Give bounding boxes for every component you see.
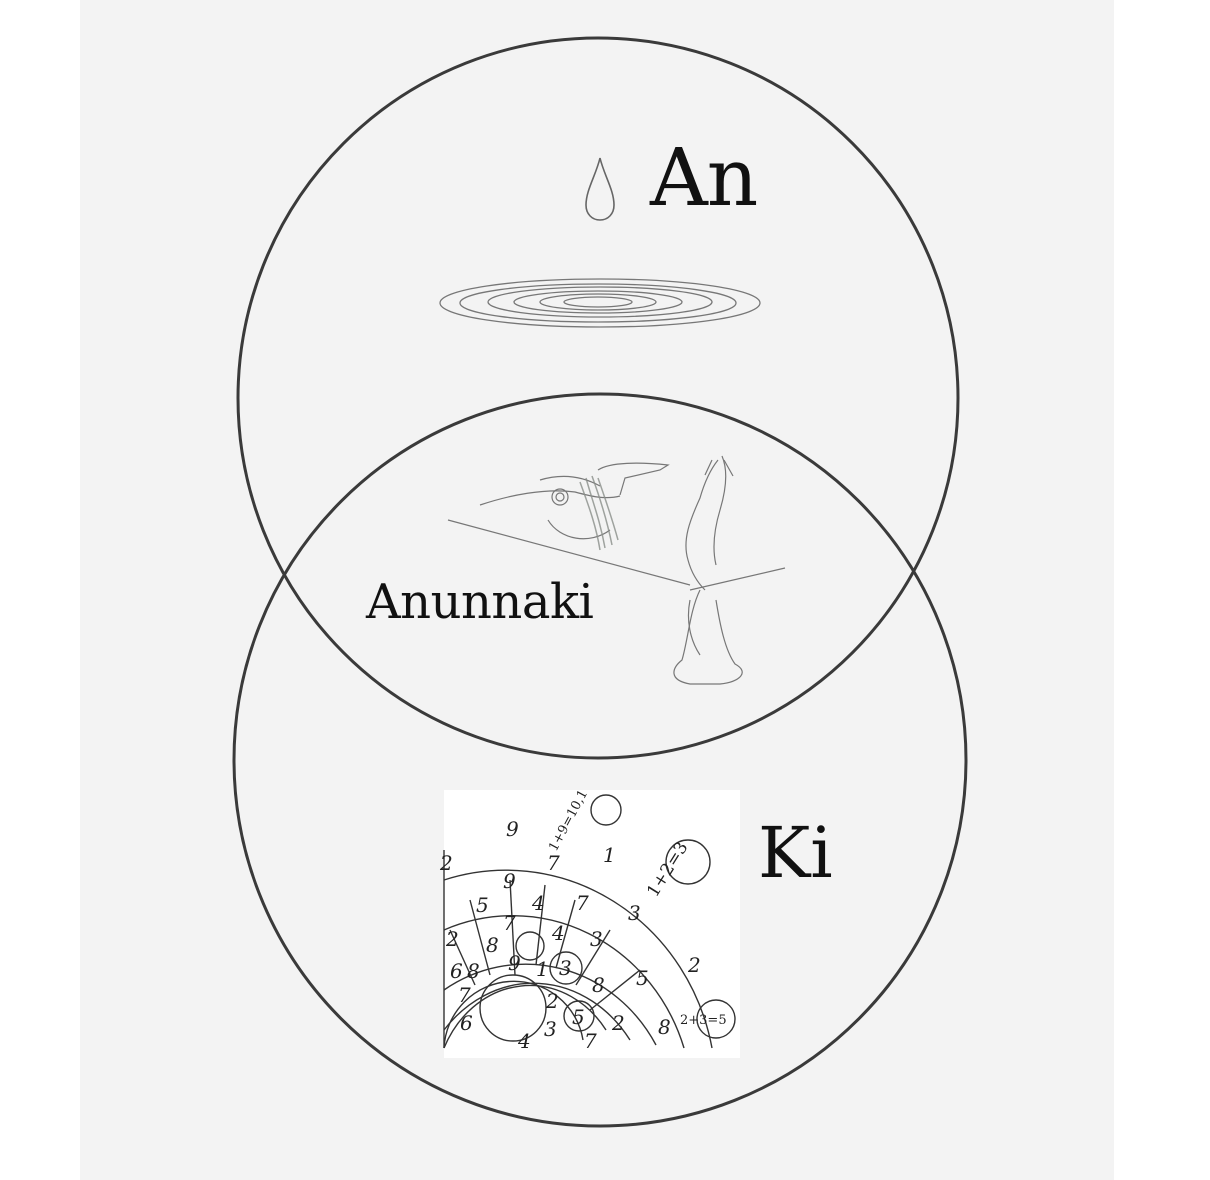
- equation-middle: 1+2=3: [643, 838, 692, 900]
- svg-text:2: 2: [445, 927, 459, 951]
- svg-text:9: 9: [503, 869, 516, 893]
- svg-text:8: 8: [658, 1015, 671, 1039]
- svg-text:7: 7: [503, 911, 516, 935]
- ripple-rings-icon: [440, 279, 760, 327]
- svg-text:7: 7: [458, 983, 471, 1007]
- svg-text:3: 3: [559, 956, 572, 980]
- svg-text:4: 4: [517, 1029, 531, 1053]
- svg-text:7: 7: [547, 851, 560, 875]
- svg-text:5: 5: [572, 1005, 585, 1029]
- svg-text:2: 2: [439, 851, 453, 875]
- svg-text:7: 7: [576, 891, 589, 915]
- water-drop-icon: [586, 158, 614, 220]
- svg-text:8: 8: [592, 973, 605, 997]
- ki-label: Ki: [758, 818, 833, 888]
- svg-text:3: 3: [628, 901, 641, 925]
- svg-text:5: 5: [636, 966, 649, 990]
- anunnaki-label: Anunnaki: [366, 578, 593, 626]
- an-label: An: [650, 138, 757, 218]
- svg-text:6: 6: [450, 959, 463, 983]
- svg-text:2: 2: [545, 989, 559, 1013]
- svg-text:8: 8: [486, 933, 499, 957]
- svg-text:7: 7: [584, 1029, 597, 1053]
- wheel-digits: 9 1 2 9 7 3 5 4 7 2 7 4 3 8 8 9 1 3 5 6 …: [439, 817, 701, 1053]
- an-circle: [238, 38, 958, 758]
- svg-text:5: 5: [476, 893, 489, 917]
- rising-figure-sketch: [674, 456, 785, 684]
- svg-text:3: 3: [590, 927, 603, 951]
- svg-text:2: 2: [611, 1011, 625, 1035]
- ki-circle: [234, 394, 966, 1126]
- equation-top: 1+9=10,1: [546, 787, 591, 853]
- svg-text:8: 8: [467, 959, 480, 983]
- svg-text:1: 1: [603, 843, 616, 867]
- svg-text:4: 4: [531, 891, 545, 915]
- equation-bottom: 2+3=5: [680, 1013, 727, 1028]
- svg-text:1: 1: [536, 957, 549, 981]
- svg-text:4: 4: [551, 921, 565, 945]
- svg-text:6: 6: [460, 1011, 473, 1035]
- reclining-figure-sketch: [448, 463, 690, 585]
- svg-text:9: 9: [508, 951, 521, 975]
- svg-text:9: 9: [506, 817, 519, 841]
- number-wheel-sketch: [444, 795, 735, 1048]
- svg-text:3: 3: [544, 1017, 557, 1041]
- svg-text:2: 2: [687, 953, 701, 977]
